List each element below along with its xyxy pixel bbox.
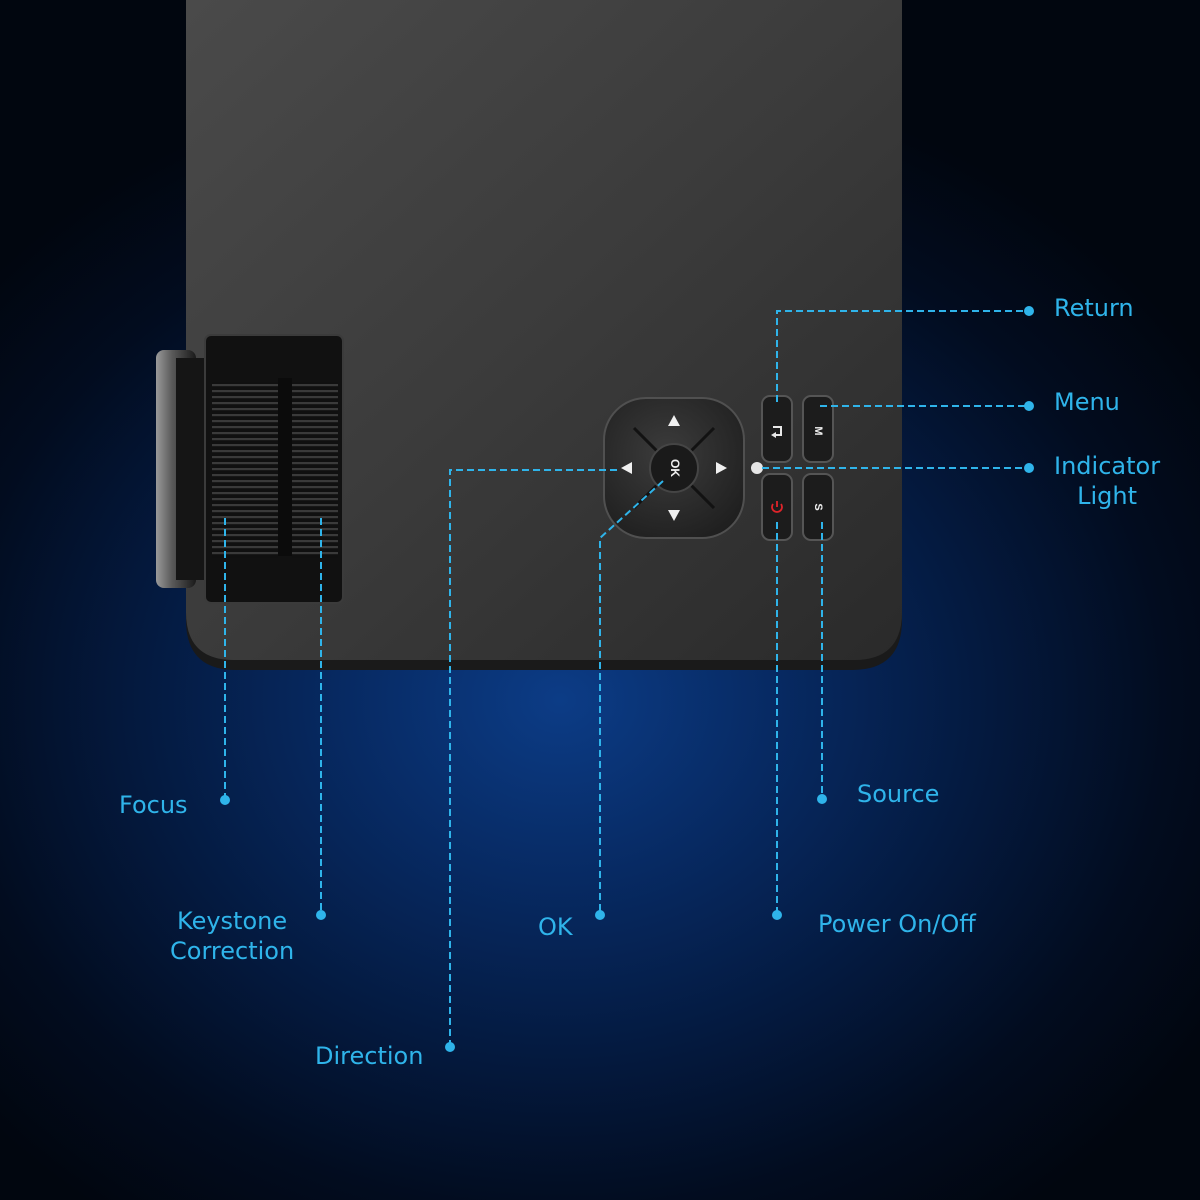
- return-leader: [776, 310, 1025, 402]
- label-power: Power On/Off: [818, 909, 976, 939]
- label-keystone: Keystone Correction: [170, 906, 294, 966]
- callout-dots: [220, 306, 1034, 1052]
- indicator-light: [751, 462, 763, 474]
- label-focus-text: Focus: [119, 791, 188, 819]
- ok-leader: [599, 480, 664, 912]
- return-button[interactable]: [761, 395, 793, 463]
- power-icon: [771, 501, 783, 513]
- focus-keystone-housing: [204, 334, 344, 604]
- ok-button-label: OK: [668, 459, 682, 477]
- label-indicator-line1: Indicator: [1054, 452, 1161, 480]
- source-button[interactable]: S: [802, 473, 834, 541]
- label-source-text: Source: [857, 780, 940, 808]
- menu-button[interactable]: M: [802, 395, 834, 463]
- label-ok-text: OK: [538, 913, 573, 941]
- return-arrow-icon: [771, 426, 782, 438]
- focus-wheel[interactable]: [212, 382, 278, 558]
- label-keystone-line1: Keystone: [177, 907, 288, 935]
- label-direction: Direction: [315, 1041, 423, 1071]
- callout-lines: [224, 310, 1025, 1045]
- label-ok: OK: [538, 912, 573, 942]
- label-focus: Focus: [119, 790, 188, 820]
- label-direction-text: Direction: [315, 1042, 424, 1070]
- lens-ring: [156, 350, 206, 588]
- label-source: Source: [857, 779, 939, 809]
- label-indicator-light: Indicator Light: [1054, 451, 1160, 511]
- label-return: Return: [1054, 293, 1134, 323]
- direction-right-button[interactable]: [716, 462, 727, 474]
- label-keystone-line2: Correction: [170, 937, 295, 965]
- direction-down-button[interactable]: [668, 510, 680, 521]
- label-return-text: Return: [1054, 294, 1134, 322]
- keystone-wheel[interactable]: [292, 382, 338, 558]
- menu-button-label: M: [812, 426, 824, 435]
- label-indicator-line2: Light: [1077, 482, 1137, 510]
- label-menu: Menu: [1054, 387, 1120, 417]
- direction-up-button[interactable]: [668, 415, 680, 426]
- direction-leader: [449, 469, 617, 1045]
- power-button[interactable]: [761, 473, 793, 541]
- label-menu-text: Menu: [1054, 388, 1120, 416]
- ok-button[interactable]: OK: [649, 443, 699, 493]
- source-button-label: S: [812, 503, 824, 510]
- label-power-text: Power On/Off: [818, 910, 976, 938]
- direction-left-button[interactable]: [621, 462, 632, 474]
